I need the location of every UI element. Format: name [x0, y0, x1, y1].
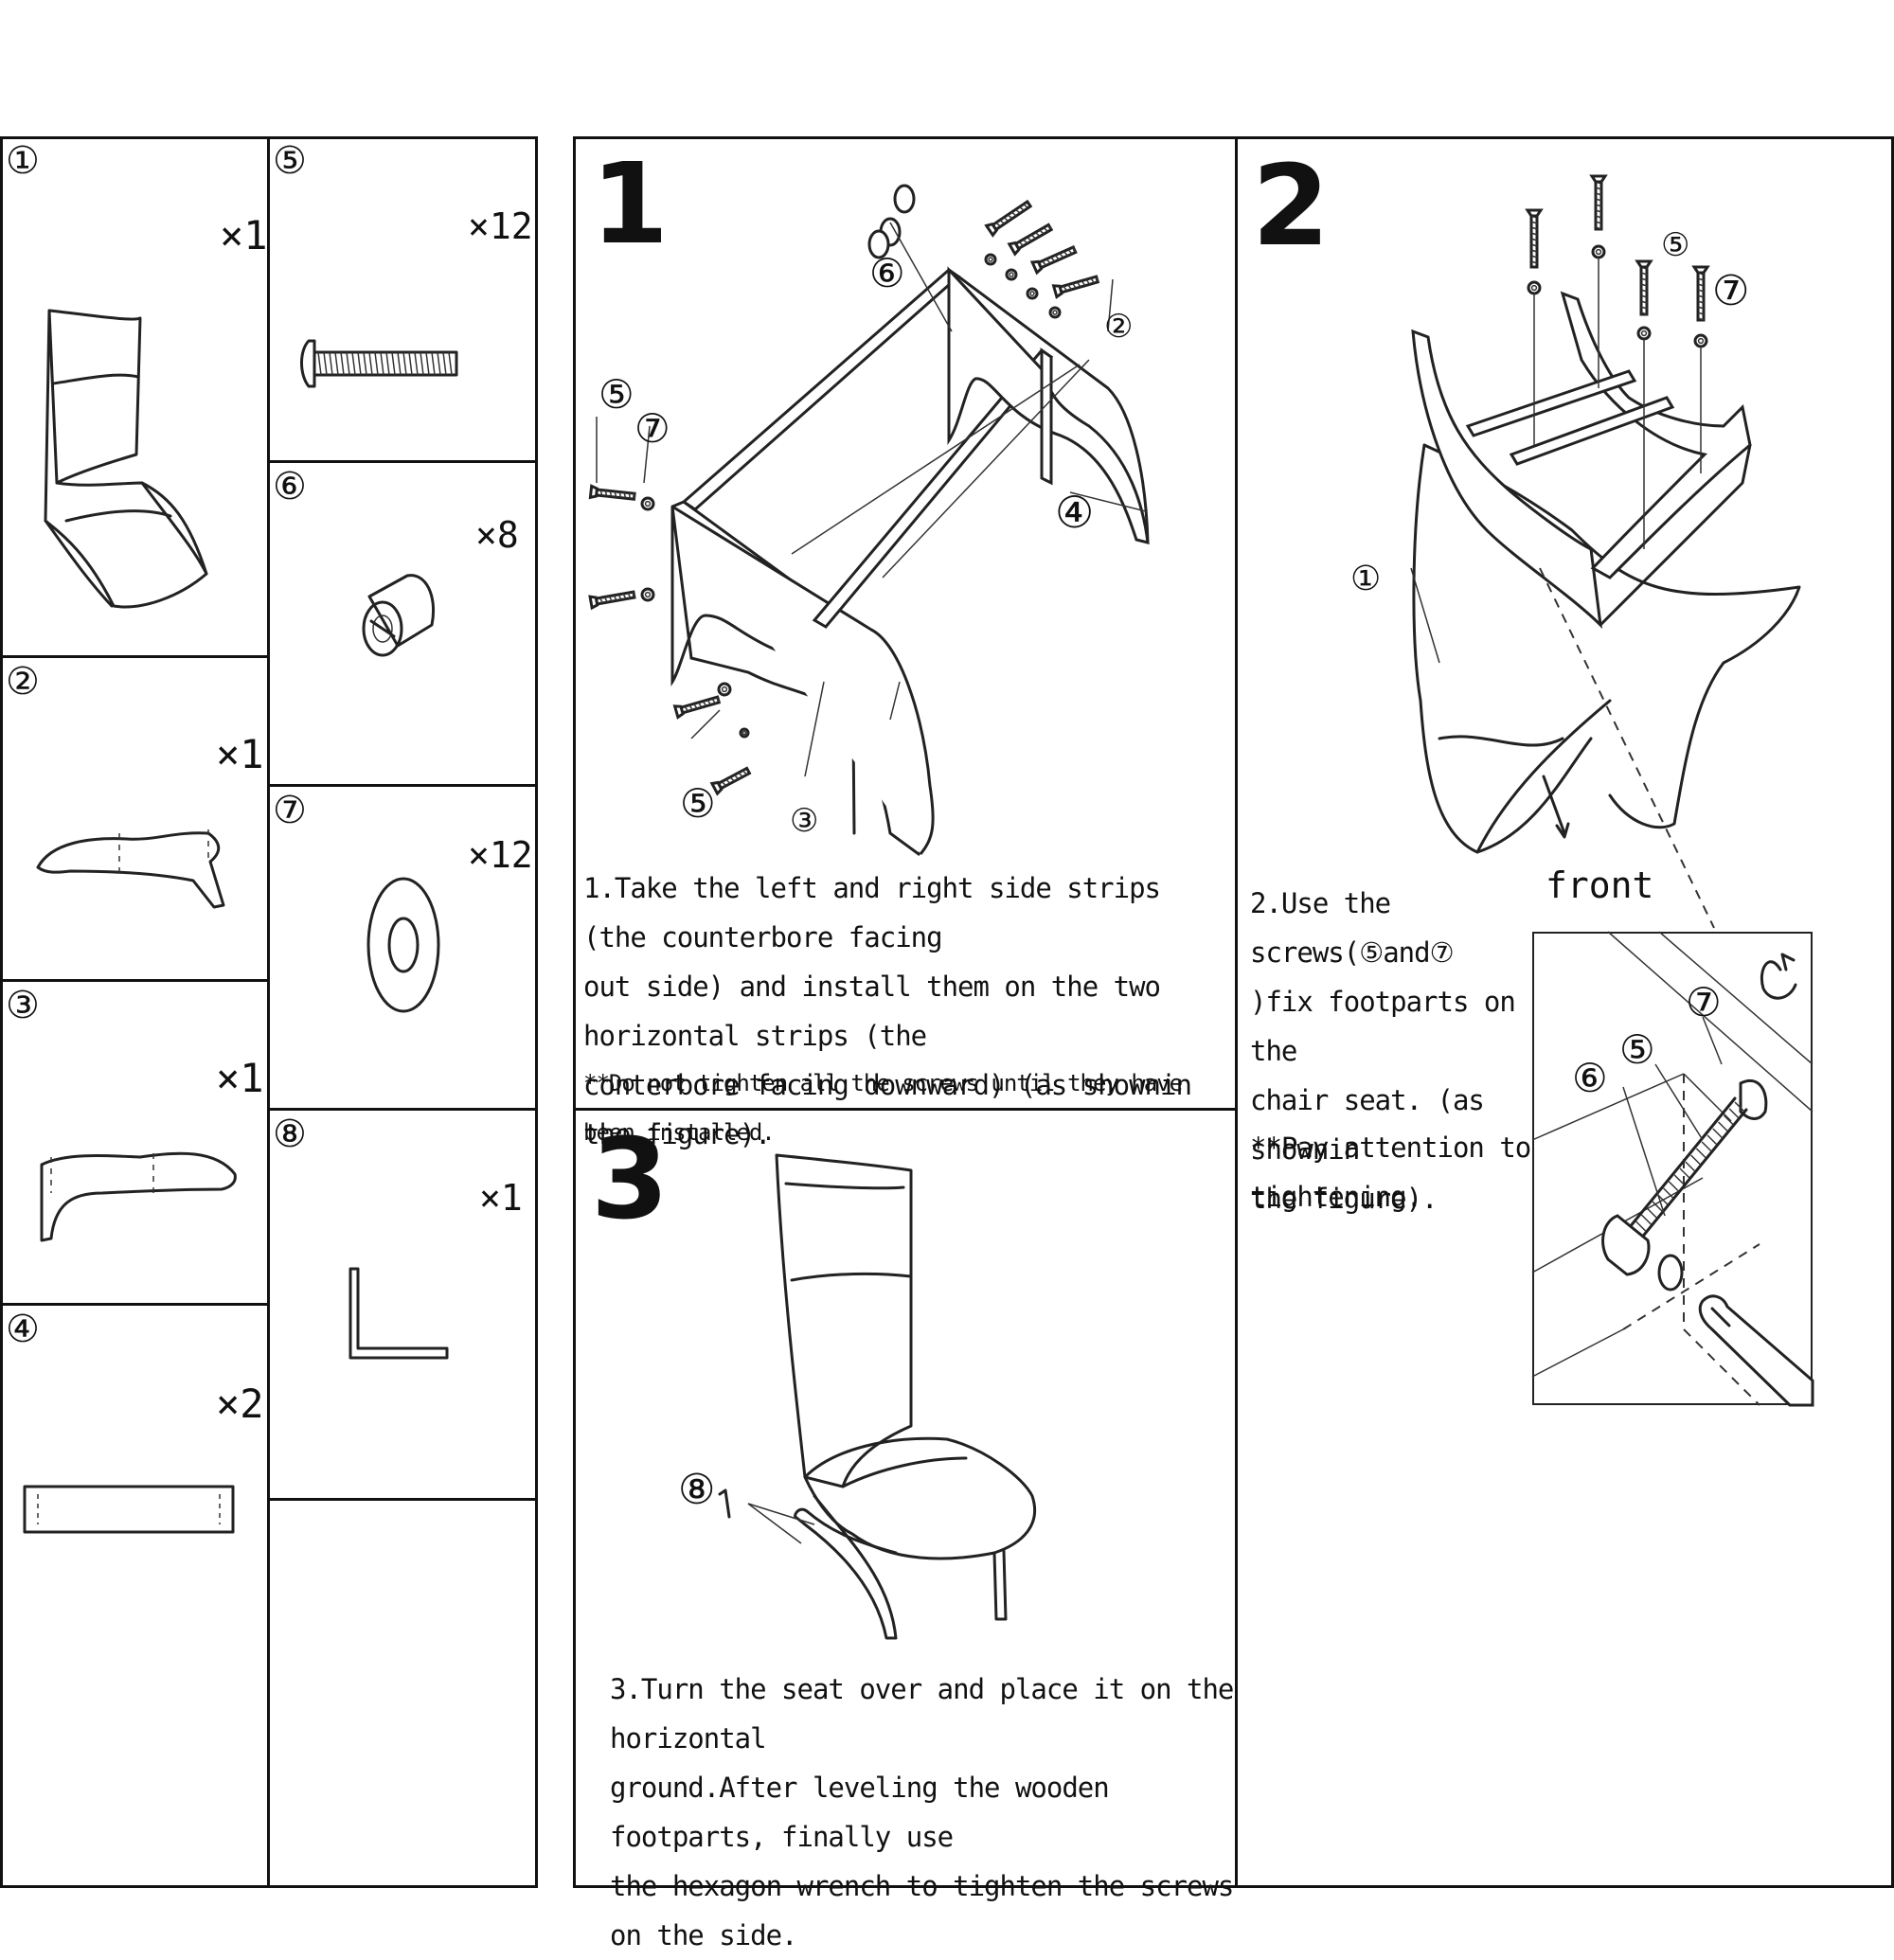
step-number: 2: [1252, 140, 1331, 271]
part-quantity: ×1: [479, 1177, 523, 1219]
step-number: 1: [591, 138, 670, 269]
frame-assembly-diagram: [588, 184, 1150, 857]
callout-part: ②: [1104, 308, 1134, 346]
screw-detail-diagram: [1531, 931, 1814, 1407]
callout-screw: ⑥: [869, 250, 905, 296]
callout-wrench: ⑧: [678, 1466, 716, 1514]
right-foot-strip-icon: [36, 829, 225, 909]
parts-divider: [0, 1303, 269, 1306]
part-quantity: ×1: [216, 1055, 264, 1101]
barrel-nut-icon: [362, 574, 435, 657]
screw-icon: [300, 339, 458, 388]
callout-washer: ⑦: [634, 405, 670, 452]
instructions-divider-vertical: [1235, 136, 1238, 1888]
step2-note: **Pay attention to tightening.: [1250, 1131, 1531, 1213]
step1-note: **Do not tighten all the screws until th…: [583, 1070, 1183, 1146]
callout-screw: ⑤: [599, 371, 634, 418]
part-quantity: ×1: [216, 731, 264, 777]
left-foot-strip-icon: [40, 1151, 237, 1242]
detail-inset-frame: [1532, 932, 1813, 1405]
finished-chair-diagram: [718, 1153, 1037, 1640]
callout-part: ③: [790, 802, 819, 840]
parts-divider: [267, 1108, 538, 1111]
parts-divider-vertical: [267, 136, 270, 1888]
instructions-divider: [573, 1108, 1238, 1111]
hex-wrench-icon: [348, 1267, 449, 1360]
footpart-fixing-diagram: [1410, 174, 1801, 929]
part-number: ④: [6, 1308, 40, 1351]
part-number: ⑧: [273, 1113, 307, 1156]
part-number: ⑤: [273, 139, 307, 183]
callout-washer: ⑦: [1686, 979, 1722, 1025]
parts-divider: [267, 784, 538, 787]
parts-divider: [267, 1498, 538, 1501]
callout-washer: ⑦: [1712, 267, 1750, 315]
washer-icon: [366, 877, 440, 1013]
callout-part: ①: [1350, 560, 1382, 598]
callout-screw: ⑤: [680, 780, 716, 827]
part-quantity: ×2: [216, 1381, 264, 1427]
part-number: ②: [6, 660, 40, 704]
callout-nut: ⑥: [1572, 1055, 1608, 1101]
step-number: 3: [591, 1114, 670, 1244]
part-number: ⑥: [273, 465, 307, 508]
step1-instruction: 1.Take the left and right side strips (t…: [583, 872, 1192, 1150]
part-number: ⑦: [273, 789, 307, 832]
parts-divider: [267, 460, 538, 463]
part-quantity: ×1: [220, 212, 268, 258]
parts-divider: [0, 655, 269, 658]
callout-part: ④: [1055, 487, 1095, 538]
part-quantity: ×8: [475, 514, 519, 556]
instructions-frame: [573, 136, 1894, 1888]
part-number: ③: [6, 984, 40, 1027]
horizontal-strip-icon: [23, 1485, 235, 1534]
callout-screw: ⑤: [1661, 226, 1690, 264]
part-quantity: ×12: [468, 834, 533, 876]
step2-instruction: 2.Use the screws(⑤and⑦ )fix footparts on…: [1250, 887, 1516, 1215]
part-number: ①: [6, 139, 40, 183]
callout-screw: ⑤: [1619, 1026, 1655, 1073]
step3-instruction: 3.Turn the seat over and place it on the…: [610, 1673, 1234, 1951]
front-label: front: [1546, 864, 1654, 906]
chair-seat-icon: [44, 309, 208, 609]
parts-divider: [0, 979, 269, 982]
part-quantity: ×12: [468, 205, 533, 247]
